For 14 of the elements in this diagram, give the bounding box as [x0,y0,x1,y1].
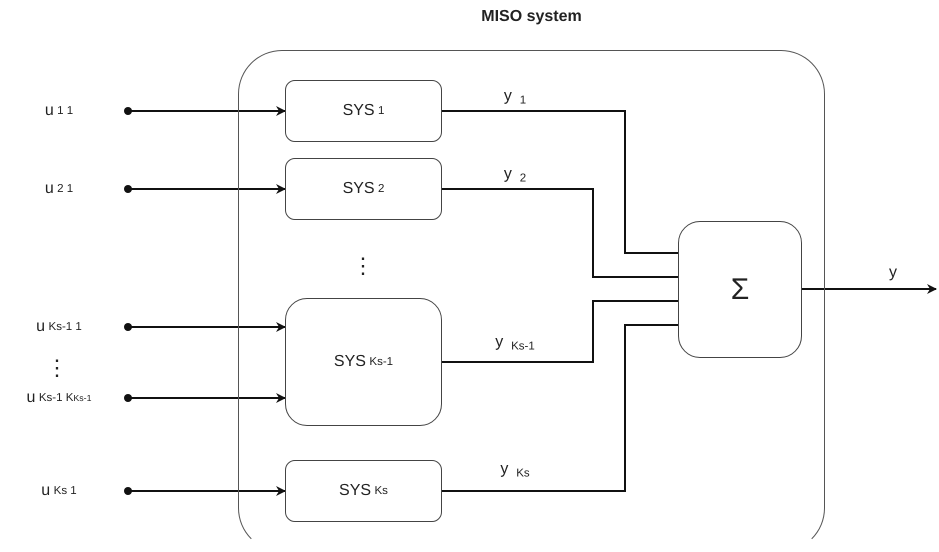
ellipsis-mark: ⋮ [352,255,374,277]
summation-block: Σ [678,221,802,358]
connector [442,188,678,278]
connector [442,300,678,363]
connector [124,393,286,403]
connector [124,322,286,332]
connector [124,106,286,116]
connector [442,324,678,492]
connector [802,284,937,294]
connector [124,184,286,194]
connector [124,486,286,496]
system-title: MISO system [480,8,583,26]
connector [442,110,678,254]
ellipsis-mark: ⋮ [46,357,68,379]
